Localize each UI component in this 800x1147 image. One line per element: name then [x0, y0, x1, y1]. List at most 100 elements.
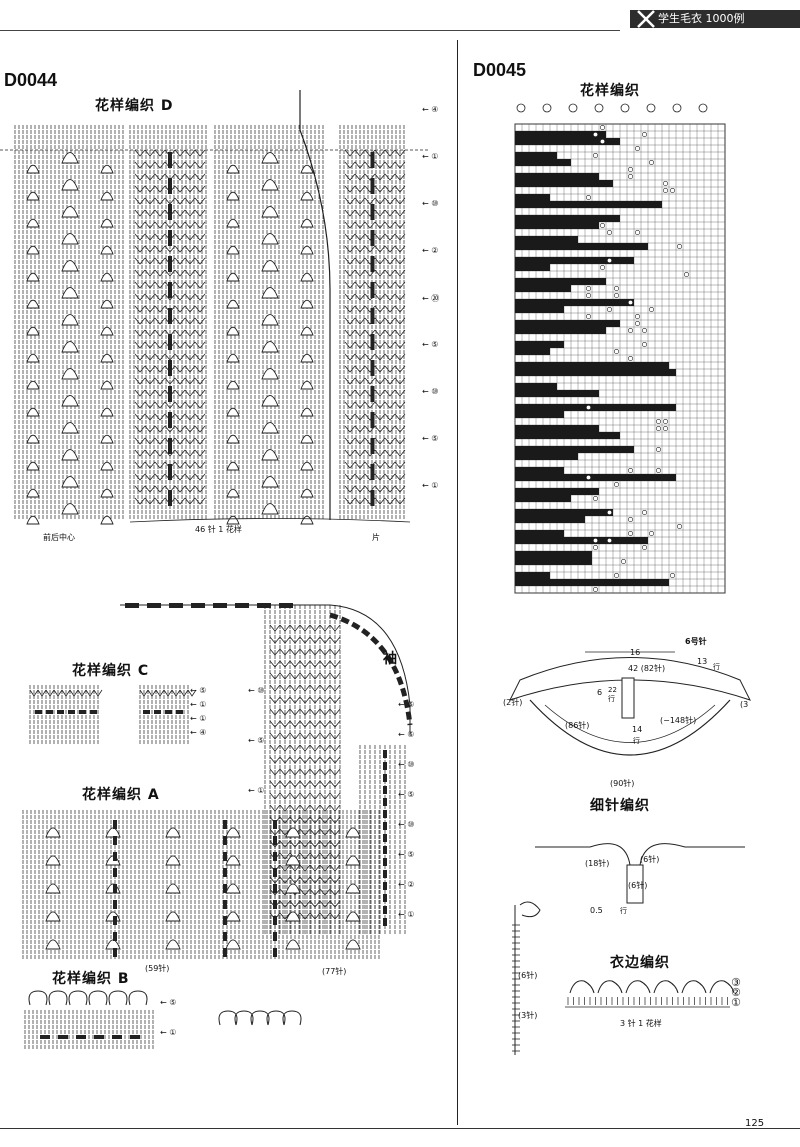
v-stitch: [134, 257, 146, 265]
leaf-motif: [26, 299, 40, 309]
v-stitch: [194, 233, 206, 241]
v-stitch: [164, 293, 176, 301]
v-stitch: [174, 173, 186, 181]
v-stitch: [194, 185, 206, 193]
v-stitch: [184, 437, 196, 445]
v-stitch: [144, 173, 156, 181]
v-stitch: [174, 341, 186, 349]
cross-icon: [637, 10, 655, 28]
v-stitch: [194, 329, 206, 337]
v-stitch: [174, 329, 186, 337]
v-stitch: [154, 209, 166, 217]
v-stitch: [194, 281, 206, 289]
cable-bar: [168, 152, 172, 168]
v-stitch: [154, 449, 166, 457]
v-stitch: [154, 281, 166, 289]
v-stitch: [194, 449, 206, 457]
v-stitch: [144, 197, 156, 205]
v-stitch: [154, 245, 166, 253]
v-stitch: [154, 401, 166, 409]
v-stitch: [174, 209, 186, 217]
leaf-motif: [61, 314, 79, 326]
v-stitch: [184, 161, 196, 169]
v-stitch: [184, 341, 196, 349]
v-stitch: [144, 281, 156, 289]
v-stitch: [154, 461, 166, 469]
v-stitch: [184, 209, 196, 217]
leaf-motif: [61, 233, 79, 245]
leaf-motif: [26, 515, 40, 525]
v-stitch: [144, 389, 156, 397]
leaf-motif: [100, 380, 114, 390]
v-stitch: [194, 257, 206, 265]
leaf-motif: [100, 164, 114, 174]
v-stitch: [154, 305, 166, 313]
leaf-motif: [100, 407, 114, 417]
v-stitch: [164, 377, 176, 385]
v-stitch: [194, 341, 206, 349]
leaf-motif: [61, 260, 79, 272]
leaf-motif: [26, 326, 40, 336]
v-stitch: [194, 197, 206, 205]
v-stitch: [194, 425, 206, 433]
v-stitch: [154, 365, 166, 373]
v-stitch: [184, 293, 196, 301]
v-stitch: [144, 413, 156, 421]
v-stitch: [194, 269, 206, 277]
v-stitch: [134, 305, 146, 313]
v-stitch: [134, 485, 146, 493]
v-stitch: [134, 413, 146, 421]
cable-bar: [168, 464, 172, 480]
v-stitch: [194, 485, 206, 493]
v-stitch: [144, 149, 156, 157]
leaf-motif: [61, 152, 79, 164]
v-stitch: [174, 449, 186, 457]
v-stitch: [174, 389, 186, 397]
v-stitch: [184, 461, 196, 469]
v-stitch: [154, 437, 166, 445]
cable-bar: [168, 204, 172, 220]
v-stitch: [134, 197, 146, 205]
v-stitch: [184, 221, 196, 229]
v-stitch: [144, 269, 156, 277]
v-stitch: [134, 497, 146, 505]
leaf-motif: [26, 461, 40, 471]
v-stitch: [184, 413, 196, 421]
v-stitch: [154, 497, 166, 505]
v-stitch: [144, 377, 156, 385]
v-stitch: [134, 293, 146, 301]
v-stitch: [154, 413, 166, 421]
leaf-motif: [26, 218, 40, 228]
v-stitch: [174, 281, 186, 289]
leaf-motif: [100, 353, 114, 363]
cable-bar: [168, 360, 172, 376]
v-stitch: [134, 437, 146, 445]
v-stitch: [164, 425, 176, 433]
v-stitch: [154, 197, 166, 205]
column-divider: [457, 40, 458, 1125]
pattern-d-title: 花样编织 D: [95, 98, 174, 114]
v-stitch: [144, 353, 156, 361]
v-stitch: [154, 269, 166, 277]
cable-bar: [168, 412, 172, 428]
cable-bar: [168, 438, 172, 454]
v-stitch: [144, 473, 156, 481]
v-stitch: [194, 437, 206, 445]
v-stitch: [184, 257, 196, 265]
v-stitch: [144, 485, 156, 493]
v-stitch: [194, 365, 206, 373]
v-stitch: [174, 317, 186, 325]
v-stitch: [174, 425, 186, 433]
v-stitch: [194, 377, 206, 385]
v-stitch: [164, 245, 176, 253]
v-stitch: [134, 461, 146, 469]
v-stitch: [194, 317, 206, 325]
v-stitch: [194, 293, 206, 301]
v-stitch: [134, 161, 146, 169]
leaf-motif: [61, 395, 79, 407]
v-stitch: [144, 293, 156, 301]
v-stitch: [144, 461, 156, 469]
v-stitch: [184, 317, 196, 325]
leaf-motif: [26, 164, 40, 174]
book-title-bar: 学生毛衣 1000例: [630, 10, 800, 28]
